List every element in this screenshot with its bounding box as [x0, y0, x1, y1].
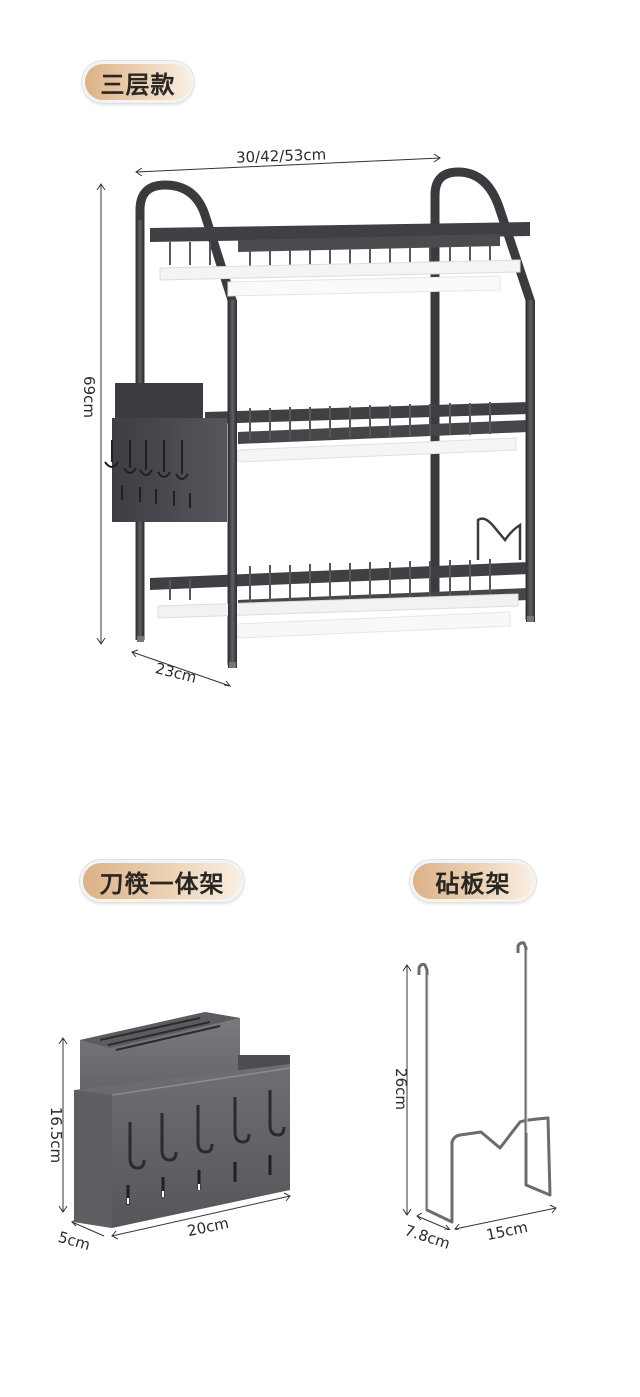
top-tier — [150, 222, 530, 297]
cutting-board-rack-illustration — [402, 941, 557, 1230]
bottom-tier — [150, 559, 530, 639]
rack-knife-holder — [104, 383, 227, 522]
three-tier-dish-rack-image — [0, 140, 640, 700]
badge-three-tier: 三层款 — [82, 61, 194, 103]
middle-tier — [205, 402, 530, 463]
three-tier-rack-illustration — [96, 153, 535, 687]
rack-dimension-arrows — [96, 153, 441, 687]
badge-cutting-board-rack: 砧板架 — [410, 860, 536, 902]
knife-holder-dimension-arrows — [58, 1037, 291, 1240]
badge-three-tier-label: 三层款 — [100, 70, 176, 99]
board-rack-wire — [417, 941, 552, 1224]
badge-cutting-board-rack-label: 砧板架 — [435, 869, 511, 898]
knife-holder-illustration — [58, 1012, 291, 1240]
knife-holder-image — [40, 1000, 310, 1240]
knife-holder-hooks — [128, 1090, 286, 1170]
cutting-board-rack-image — [380, 930, 580, 1230]
badge-knife-holder: 刀筷一体架 — [80, 860, 244, 902]
board-rack-dimension-arrows — [402, 964, 557, 1230]
badge-knife-holder-label: 刀筷一体架 — [99, 869, 225, 898]
